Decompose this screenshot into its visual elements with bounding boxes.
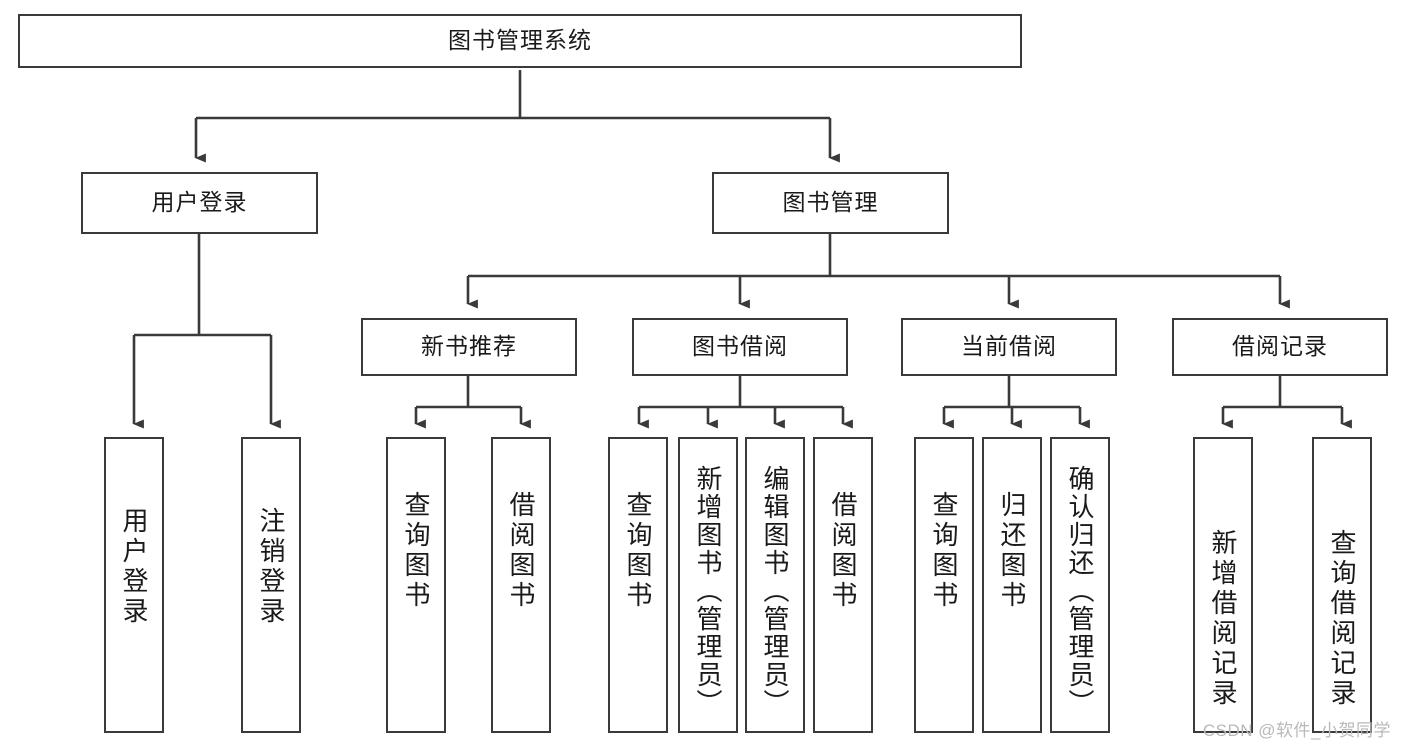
node-leaf-query-book-3-label: 查询图书 (929, 491, 959, 611)
node-leaf-user-login[interactable]: 用户登录 (104, 437, 164, 733)
node-leaf-edit-book-label: 编辑图书（管理员） (760, 465, 790, 717)
node-root-label: 图书管理系统 (448, 27, 592, 54)
node-borrow-record-label: 借阅记录 (1232, 333, 1328, 360)
node-leaf-return-book[interactable]: 归还图书 (982, 437, 1042, 733)
node-book-borrow-label: 图书借阅 (692, 333, 788, 360)
node-leaf-add-record[interactable]: 新增借阅记录 (1193, 437, 1253, 733)
node-leaf-add-book-label: 新增图书（管理员） (693, 465, 723, 717)
node-leaf-borrow-book-2-label: 借阅图书 (828, 491, 858, 611)
node-leaf-user-logout[interactable]: 注销登录 (241, 437, 301, 733)
node-leaf-return-book-label: 归还图书 (997, 491, 1027, 611)
node-user-login[interactable]: 用户登录 (81, 172, 318, 234)
node-leaf-add-record-label: 新增借阅记录 (1208, 529, 1238, 709)
node-leaf-borrow-book-1-label: 借阅图书 (506, 491, 536, 611)
node-root[interactable]: 图书管理系统 (18, 14, 1022, 68)
node-leaf-confirm-return[interactable]: 确认归还（管理员） (1050, 437, 1110, 733)
node-leaf-confirm-return-label: 确认归还（管理员） (1065, 465, 1095, 717)
node-book-management[interactable]: 图书管理 (712, 172, 949, 234)
node-leaf-borrow-book-2[interactable]: 借阅图书 (813, 437, 873, 733)
node-book-management-label: 图书管理 (782, 189, 879, 216)
node-leaf-user-logout-label: 注销登录 (256, 507, 286, 627)
node-book-borrow[interactable]: 图书借阅 (632, 318, 848, 376)
node-leaf-query-book-1-label: 查询图书 (401, 491, 431, 611)
node-user-login-label: 用户登录 (151, 189, 248, 216)
node-borrow-record[interactable]: 借阅记录 (1172, 318, 1388, 376)
csdn-watermark: CSDN @软件_小贺同学 (1202, 721, 1391, 740)
node-leaf-edit-book[interactable]: 编辑图书（管理员） (745, 437, 805, 733)
node-leaf-user-login-label: 用户登录 (119, 507, 149, 627)
node-leaf-add-book[interactable]: 新增图书（管理员） (678, 437, 738, 733)
node-leaf-query-book-2-label: 查询图书 (623, 491, 653, 611)
node-new-book-recommend-label: 新书推荐 (421, 333, 517, 360)
node-leaf-query-record-label: 查询借阅记录 (1327, 529, 1357, 709)
node-new-book-recommend[interactable]: 新书推荐 (361, 318, 577, 376)
node-leaf-query-book-3[interactable]: 查询图书 (914, 437, 974, 733)
node-leaf-borrow-book-1[interactable]: 借阅图书 (491, 437, 551, 733)
node-leaf-query-book-1[interactable]: 查询图书 (386, 437, 446, 733)
node-leaf-query-book-2[interactable]: 查询图书 (608, 437, 668, 733)
node-leaf-query-record[interactable]: 查询借阅记录 (1312, 437, 1372, 733)
node-current-borrow[interactable]: 当前借阅 (901, 318, 1117, 376)
node-current-borrow-label: 当前借阅 (961, 333, 1057, 360)
